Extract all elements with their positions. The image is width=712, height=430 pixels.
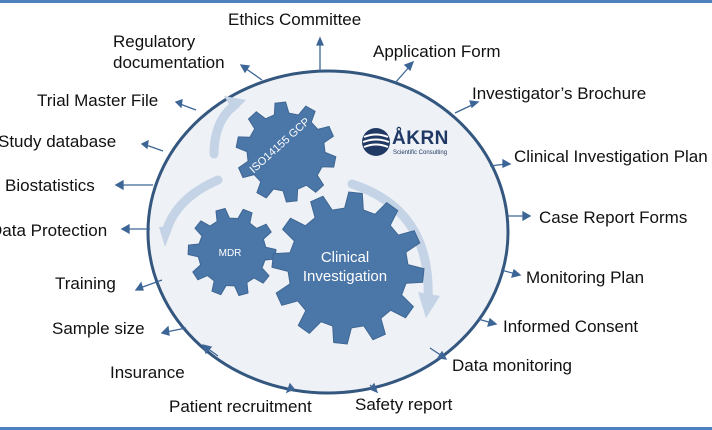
arrow-insurance — [201, 344, 219, 357]
label-trial-master-file: Trial Master File — [37, 91, 159, 110]
gear-mdr — [187, 207, 277, 297]
label-regulatory-documentation: Regulatory documentation — [113, 31, 225, 73]
label-ethics-committee: Ethics Committee — [228, 10, 362, 29]
label-clinical-investigation-plan: Clinical Investigation Plan — [514, 147, 708, 166]
gear-clinical-text-line1: Clinical — [321, 249, 369, 266]
label-data-monitoring: Data monitoring — [452, 356, 573, 375]
cycle-arrow-heads — [159, 96, 440, 318]
arrow-data-monitoring — [429, 347, 448, 360]
arrow-ethics-committee — [316, 36, 324, 71]
gear-clinical — [271, 191, 425, 345]
logo-mark — [362, 128, 390, 156]
arrow-study-database — [140, 139, 164, 152]
arrow-safety-report — [368, 382, 379, 394]
arrow-data-protection — [120, 223, 150, 235]
arrow-application-form — [394, 60, 415, 84]
label-regulatory-line2: documentation — [113, 53, 225, 72]
label-insurance: Insurance — [110, 363, 185, 382]
arrow-sample-size — [160, 325, 187, 336]
label-biostatistics: Biostatistics — [5, 176, 95, 195]
frame-top-border — [0, 0, 712, 3]
label-investigators-brochure: Investigator’s Brochure — [472, 84, 647, 103]
label-sample-size: Sample size — [52, 319, 145, 338]
label-training: Training — [55, 274, 116, 293]
cycle-arrow-right — [347, 179, 433, 305]
arrow-case-report-forms — [508, 210, 532, 222]
gears-group — [187, 101, 425, 345]
label-monitoring-plan: Monitoring Plan — [526, 268, 645, 287]
label-informed-consent: Informed Consent — [503, 317, 639, 336]
label-case-report-forms: Case Report Forms — [539, 208, 688, 227]
arrow-investigators-brochure — [454, 100, 480, 114]
akrn-logo: ÅKRN Scientific Consulting — [360, 124, 460, 164]
label-patient-recruitment: Patient recruitment — [169, 397, 312, 416]
arrow-informed-consent — [477, 317, 498, 327]
label-application-form: Application Form — [373, 42, 501, 61]
radial-arrows — [114, 36, 532, 394]
arrow-regulatory-documentation — [239, 64, 263, 81]
label-data-protection: Data Protection — [0, 221, 108, 240]
logo-tagline: Scientific Consulting — [393, 150, 448, 156]
label-regulatory-line1: Regulatory — [113, 32, 196, 51]
arrow-biostatistics — [114, 179, 153, 191]
arrow-clinical-investigation-plan — [489, 158, 512, 168]
gear-clinical-text-line2: Investigation — [303, 268, 387, 285]
cycle-arrow-left — [161, 175, 223, 237]
arrow-monitoring-plan — [500, 268, 522, 278]
frame-bottom-border — [0, 427, 712, 430]
arrow-patient-recruitment — [285, 382, 296, 394]
gear-iso — [235, 101, 337, 203]
arrow-training — [134, 279, 163, 291]
logo-name: ÅKRN — [392, 128, 449, 149]
gear-mdr-text: MDR — [219, 248, 242, 259]
arrow-trial-master-file — [174, 99, 197, 111]
label-safety-report: Safety report — [355, 395, 453, 414]
label-study-database: Study database — [0, 132, 117, 151]
